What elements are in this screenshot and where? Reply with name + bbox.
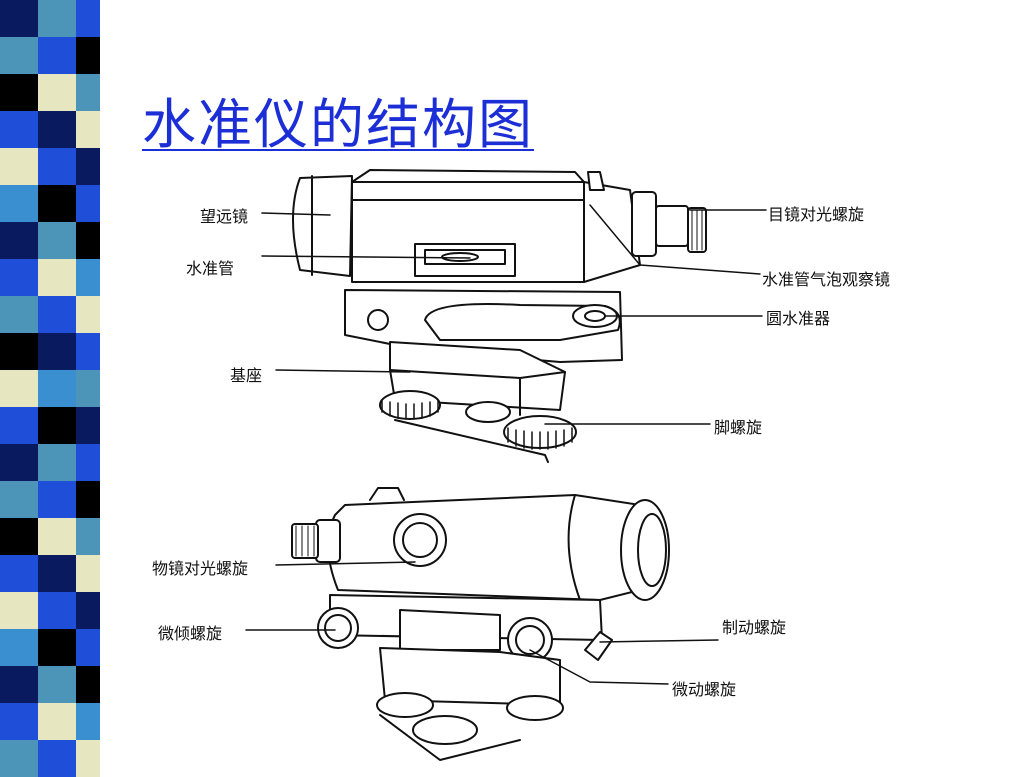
stripe-cell [76, 703, 100, 740]
stripe-cell [0, 333, 38, 370]
stripe-cell [38, 703, 76, 740]
stripe-cell [38, 296, 76, 333]
stripe-cell [38, 407, 76, 444]
bottom-instrument-drawing [291, 487, 670, 761]
stripe-cell [76, 296, 100, 333]
stripe-cell [76, 592, 100, 629]
label-telescope: 望远镜 [200, 207, 249, 226]
stripe-cell [76, 370, 100, 407]
stripe-cell [38, 629, 76, 666]
stripe-cell [76, 444, 100, 481]
stripe-cell [38, 74, 76, 111]
stripe-cell [76, 666, 100, 703]
stripe-cell [38, 37, 76, 74]
label-eyepiece-focus: 目镜对光螺旋 [768, 205, 865, 224]
stripe-cell [38, 481, 76, 518]
stripe-cell [38, 666, 76, 703]
stripe-cell [0, 629, 38, 666]
stripe-cell [76, 148, 100, 185]
page-title: 水准仪的结构图 [142, 93, 534, 156]
stripe-cell [0, 370, 38, 407]
stripe-cell [76, 74, 100, 111]
decorative-stripe-bar [0, 0, 120, 777]
stripe-cell [38, 259, 76, 296]
stripe-cell [0, 703, 38, 740]
stripe-cell [38, 370, 76, 407]
stripe-cell [76, 0, 100, 37]
stripe-cell [38, 148, 76, 185]
leader-lines [245, 204, 767, 685]
top-instrument-drawing [292, 169, 707, 463]
stripe-cell [0, 259, 38, 296]
label-foot-screw: 脚螺旋 [714, 418, 763, 437]
stripe-cell [38, 592, 76, 629]
stripe-cell [0, 407, 38, 444]
stripe-cell [0, 185, 38, 222]
stripe-cell [76, 185, 100, 222]
label-tilt-screw: 微倾螺旋 [158, 624, 223, 643]
stripe-cell [76, 407, 100, 444]
stripe-cell [0, 444, 38, 481]
label-tangent-screw: 微动螺旋 [672, 680, 737, 699]
stripe-cell [38, 555, 76, 592]
stripe-cell [76, 555, 100, 592]
stripe-cell [0, 296, 38, 333]
stripe-cell [76, 629, 100, 666]
label-level-tube: 水准管 [186, 259, 235, 278]
stripe-cell [0, 592, 38, 629]
stripe-cell [0, 37, 38, 74]
stripe-cell [76, 37, 100, 74]
stripe-cell [0, 666, 38, 703]
label-bubble-window: 水准管气泡观察镜 [762, 270, 891, 289]
stripe-cell [0, 148, 38, 185]
label-clamp-screw: 制动螺旋 [722, 618, 787, 637]
stripe-cell [0, 555, 38, 592]
label-circular-level: 圆水准器 [766, 309, 831, 328]
stripe-cell [0, 518, 38, 555]
stripe-cell [0, 74, 38, 111]
stripe-cell [0, 0, 38, 37]
stripe-cell [76, 259, 100, 296]
stripe-cell [76, 518, 100, 555]
stripe-cell [0, 481, 38, 518]
stripe-cell [76, 333, 100, 370]
stripe-cell [38, 518, 76, 555]
label-base: 基座 [230, 366, 263, 385]
stripe-cell [0, 222, 38, 259]
stripe-cell [38, 444, 76, 481]
stripe-cell [38, 185, 76, 222]
stripe-cell [38, 0, 76, 37]
stripe-cell [0, 111, 38, 148]
stripe-cell [76, 222, 100, 259]
label-objective-focus: 物镜对光螺旋 [152, 559, 249, 578]
stripe-cell [38, 111, 76, 148]
stripe-cell [76, 111, 100, 148]
stripe-cell [38, 333, 76, 370]
stripe-cell [38, 222, 76, 259]
stripe-cell [76, 481, 100, 518]
